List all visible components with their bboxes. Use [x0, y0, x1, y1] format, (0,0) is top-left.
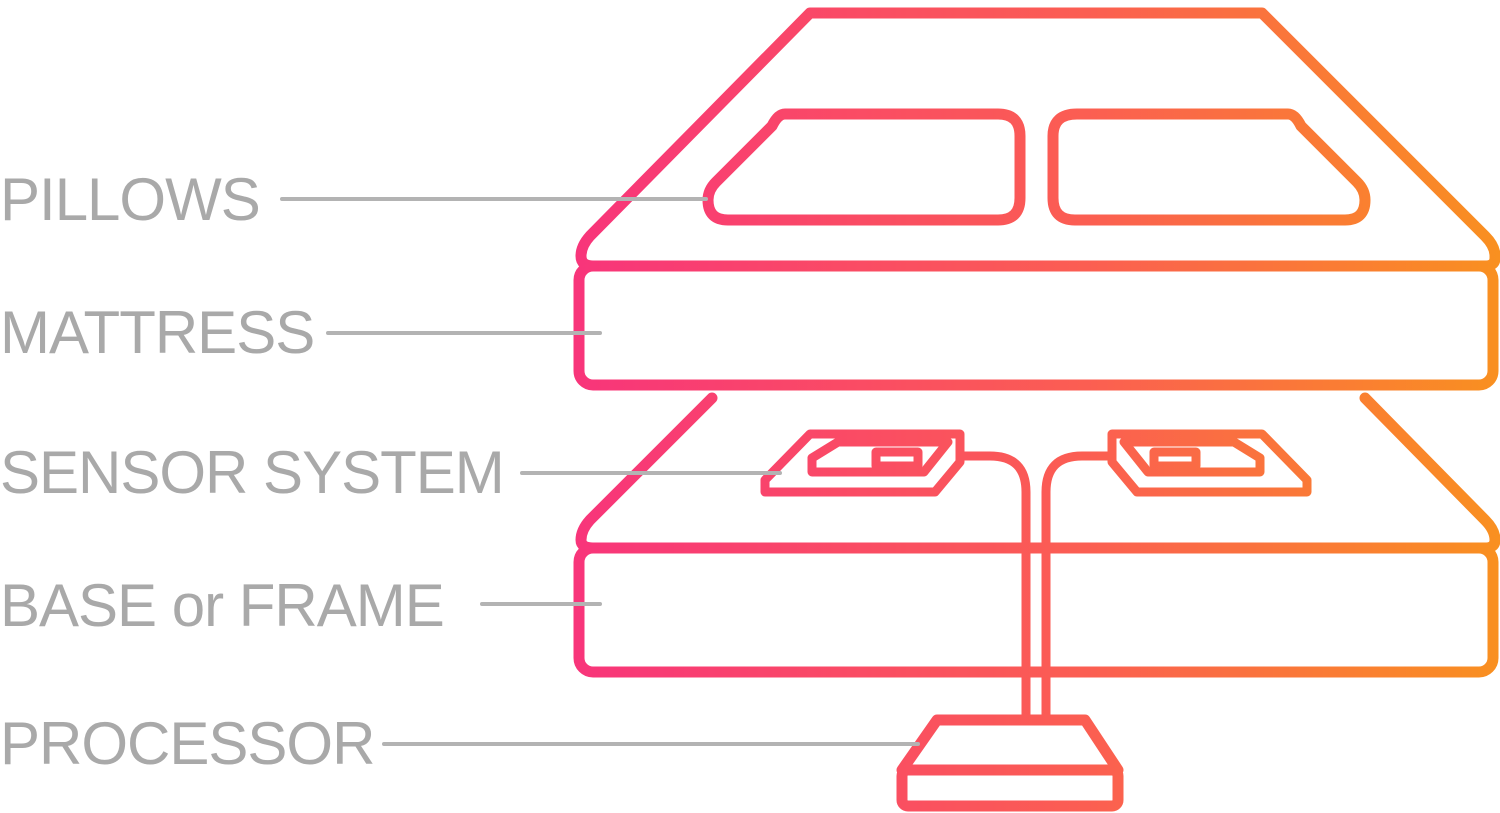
label-sensor-system: SENSOR SYSTEM: [0, 439, 505, 506]
processor-body-outline: [896, 764, 1124, 812]
mattress-body-outline: [573, 260, 1499, 391]
sensor-pad-left: [760, 429, 965, 497]
label-mattress: MATTRESS: [0, 299, 315, 366]
label-pillows: PILLOWS: [0, 166, 261, 233]
sensor-pad-right: [1107, 429, 1312, 497]
processor-top-outline: [896, 714, 1124, 776]
cable-right: [1041, 451, 1115, 725]
label-processor: PROCESSOR: [0, 710, 375, 777]
pillow-right-outline: [1047, 108, 1371, 226]
base-body-outline: [573, 542, 1499, 678]
cable-left: [957, 451, 1031, 725]
pillow-left-outline: [702, 108, 1026, 226]
mattress-top-outline: [575, 7, 1500, 272]
label-base-or-frame: BASE or FRAME: [0, 572, 445, 639]
